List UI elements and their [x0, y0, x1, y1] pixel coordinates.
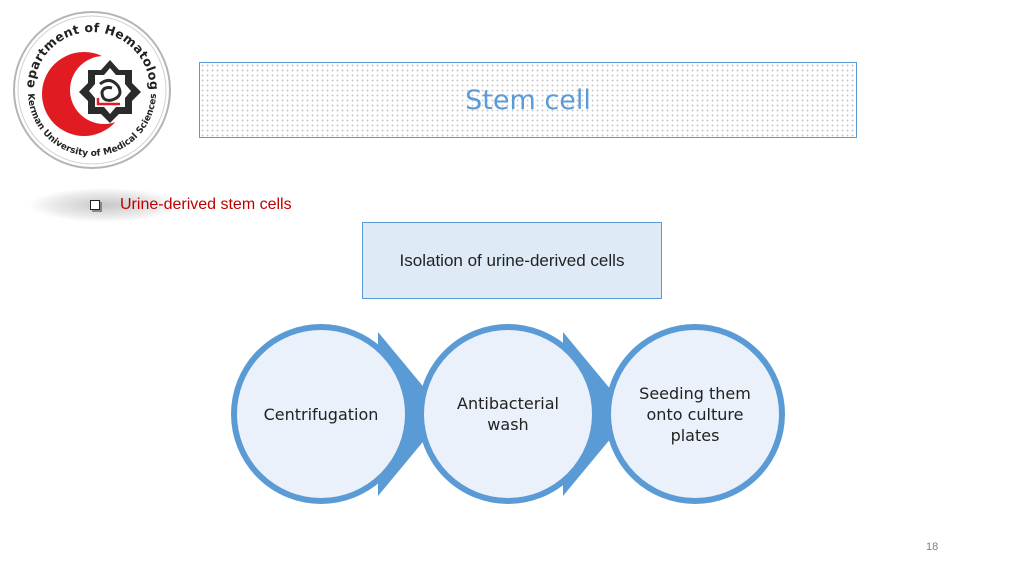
- step-label-1: Centrifugation: [241, 334, 401, 494]
- bullet-text: Urine-derived stem cells: [120, 196, 292, 213]
- step-circle-3: [605, 324, 785, 504]
- step-label-3: Seeding them onto culture plates: [615, 334, 775, 494]
- title-box: Stem cell: [199, 62, 857, 138]
- checkbox-square-icon: [90, 200, 100, 210]
- step-3-line-3: plates: [670, 425, 720, 445]
- isolation-text: Isolation of urine-derived cells: [399, 250, 625, 270]
- hematology-department-logo: Department of Hematology Kerman Universi…: [12, 10, 171, 169]
- isolation-box: Isolation of urine-derived cells: [362, 222, 662, 299]
- step-3-line-2: onto culture: [646, 404, 744, 424]
- step-1-line-1: Centrifugation: [263, 404, 379, 424]
- page-number: 18: [926, 541, 939, 553]
- step-2-line-1: Antibacterial: [457, 394, 559, 413]
- step-circle-2: [418, 324, 598, 504]
- bullet-item: Urine-derived stem cells: [90, 193, 292, 217]
- slide-title: Stem cell: [465, 84, 591, 116]
- step-2-line-2: wash: [487, 415, 529, 434]
- step-circle-1: [231, 324, 411, 504]
- step-3-line-1: Seeding them: [639, 383, 751, 403]
- bullet-shadow: [30, 188, 180, 222]
- step-label-2: Antibacterial wash: [428, 334, 588, 494]
